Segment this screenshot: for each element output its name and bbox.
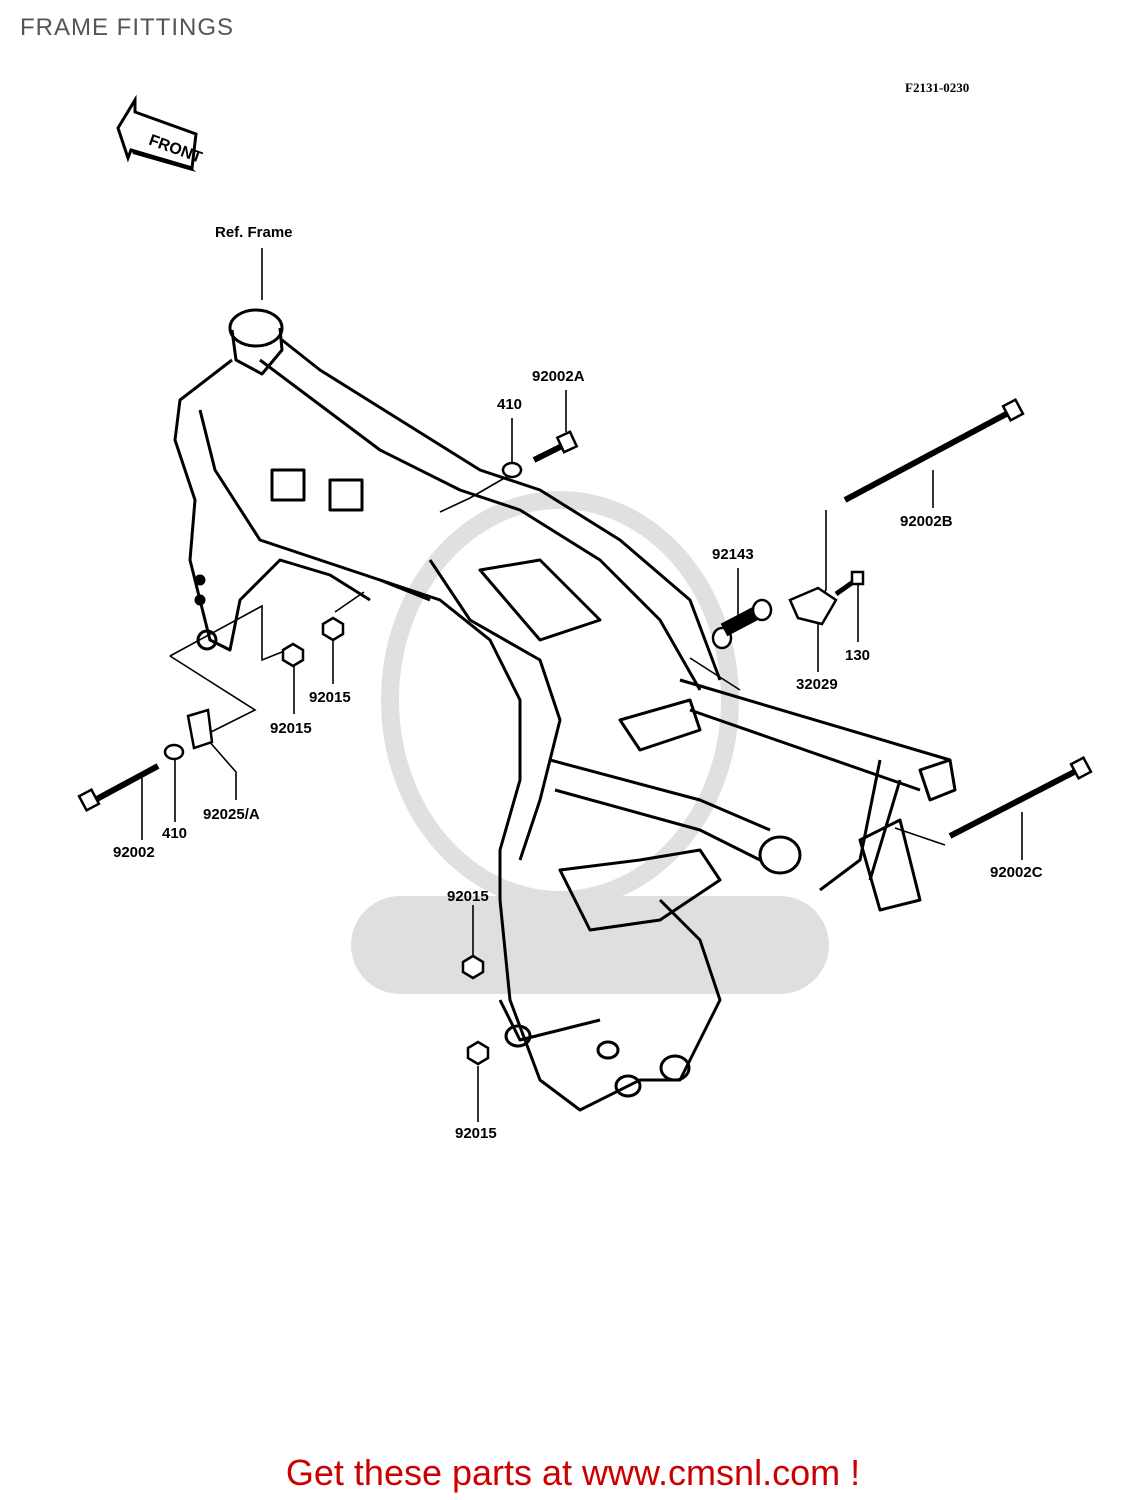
watermark: [351, 491, 829, 994]
label-92002A: 92002A: [532, 368, 585, 385]
bolt-92002C-icon: [948, 755, 1093, 839]
label-92015-b: 92015: [270, 720, 312, 737]
label-130: 130: [845, 647, 871, 664]
label-32029: 32029: [796, 676, 838, 693]
label-92143: 92143: [712, 546, 754, 563]
bolt-92002-icon: [77, 763, 160, 813]
parts: [77, 397, 1093, 1066]
washer-410-top-icon: [501, 461, 523, 479]
label-410-top: 410: [497, 396, 523, 413]
bracket-92025A-icon: [186, 708, 214, 750]
nut-92015-c-icon: [461, 954, 485, 980]
bolt-92002B-icon: [843, 397, 1025, 503]
label-92015-c: 92015: [447, 888, 489, 905]
washer-410-left-icon: [163, 743, 185, 761]
label-92015-d: 92015: [455, 1125, 497, 1142]
label-92025A: 92025/A: [203, 806, 260, 823]
label-92002: 92002: [113, 844, 155, 861]
label-ref-frame: Ref. Frame: [215, 224, 293, 241]
bracket-32029-icon: [788, 586, 838, 626]
footer-link[interactable]: Get these parts at www.cmsnl.com !: [285, 1452, 861, 1493]
nut-92015-d-icon: [466, 1040, 490, 1066]
page-title: FRAME FITTINGS: [20, 14, 234, 41]
frame-outline: [173, 308, 957, 1112]
label-92015-a: 92015: [309, 689, 351, 706]
label-410-left: 410: [162, 825, 188, 842]
label-92002B: 92002B: [900, 513, 953, 530]
nut-92015-b-icon: [281, 642, 305, 668]
collar-92143-icon: [711, 598, 773, 650]
diagram-code: F2131-0230: [905, 80, 970, 95]
label-92002C: 92002C: [990, 864, 1043, 881]
bolt-92002A-icon: [532, 430, 579, 463]
bolt-130-icon: [834, 570, 865, 597]
front-arrow-icon: FRONT: [116, 94, 204, 172]
nut-92015-a-icon: [321, 616, 345, 642]
